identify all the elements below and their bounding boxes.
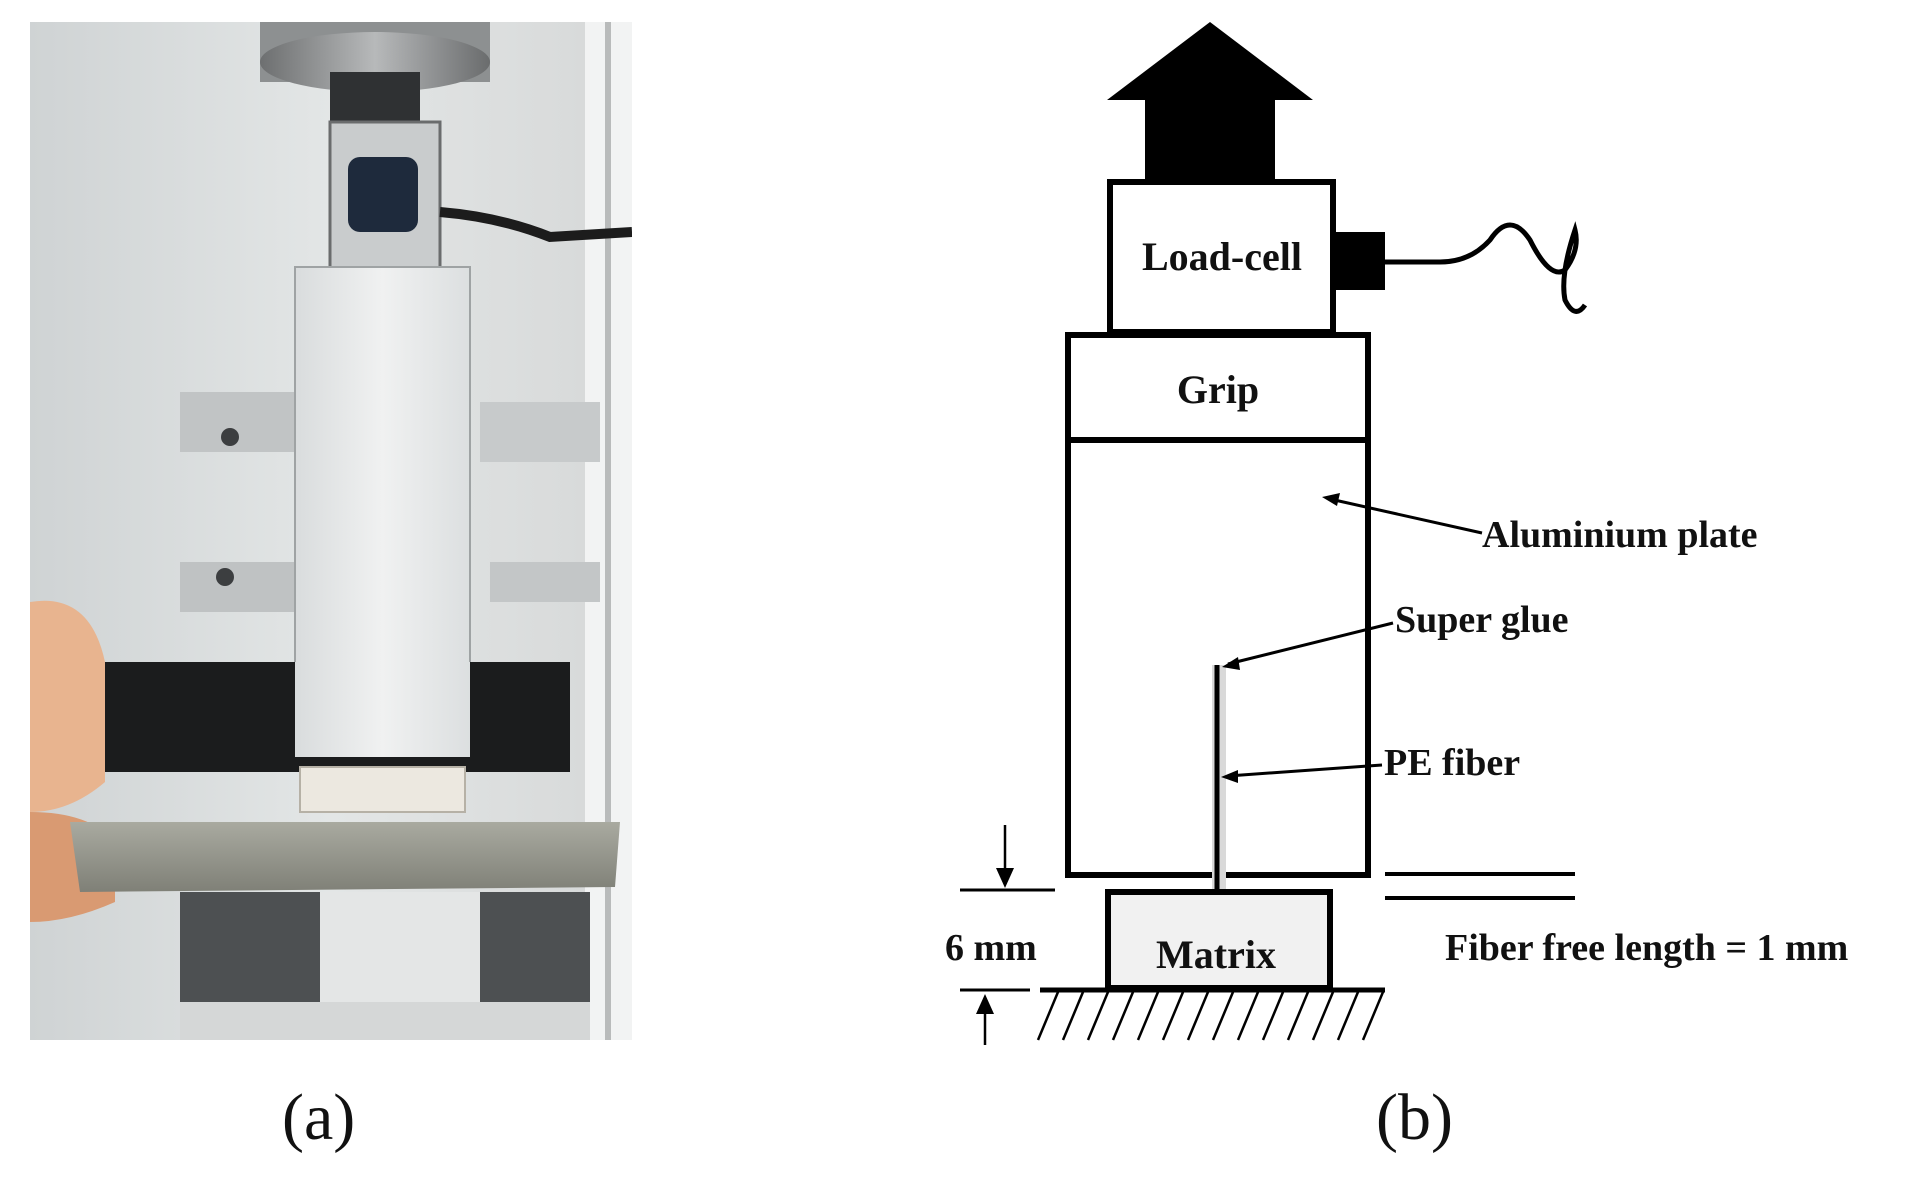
super-glue-leader [1227,621,1394,666]
pe-fiber-leader [1227,763,1383,778]
grip-label: Grip [1177,367,1259,412]
side-bracket [180,562,300,612]
load-cell [348,157,418,232]
base-slab [70,822,620,892]
ground-hatching [1036,991,1385,1041]
grip-box [1065,332,1371,443]
aluminium-plate-label: Aluminium plate [1482,514,1758,556]
load-direction-arrow [1107,22,1313,180]
aluminium-leader [1329,497,1483,535]
test-setup-photo [30,22,632,1040]
caption-b: (b) [1376,1081,1453,1154]
load-cell-cable [439,207,632,243]
lower-grip-right [480,892,590,1002]
super-glue-label: Super glue [1395,599,1569,641]
load-cell-label: Load-cell [1142,234,1302,279]
load-cell-box [1107,179,1336,335]
matrix-box [1105,889,1333,991]
fiber-free-length-label: Fiber free length = 1 mm [1445,927,1848,969]
matrix-specimen [299,766,466,813]
side-bracket [180,392,310,452]
hand [30,600,105,812]
cable-connector [1333,232,1385,290]
cable-icon [1385,221,1588,314]
dimension-label: 6 mm [945,927,1037,969]
caption-a: (a) [282,1081,356,1154]
lower-grip-left [180,892,320,1002]
pe-fiber-label: PE fiber [1384,742,1520,784]
matrix-label: Matrix [1156,932,1276,977]
